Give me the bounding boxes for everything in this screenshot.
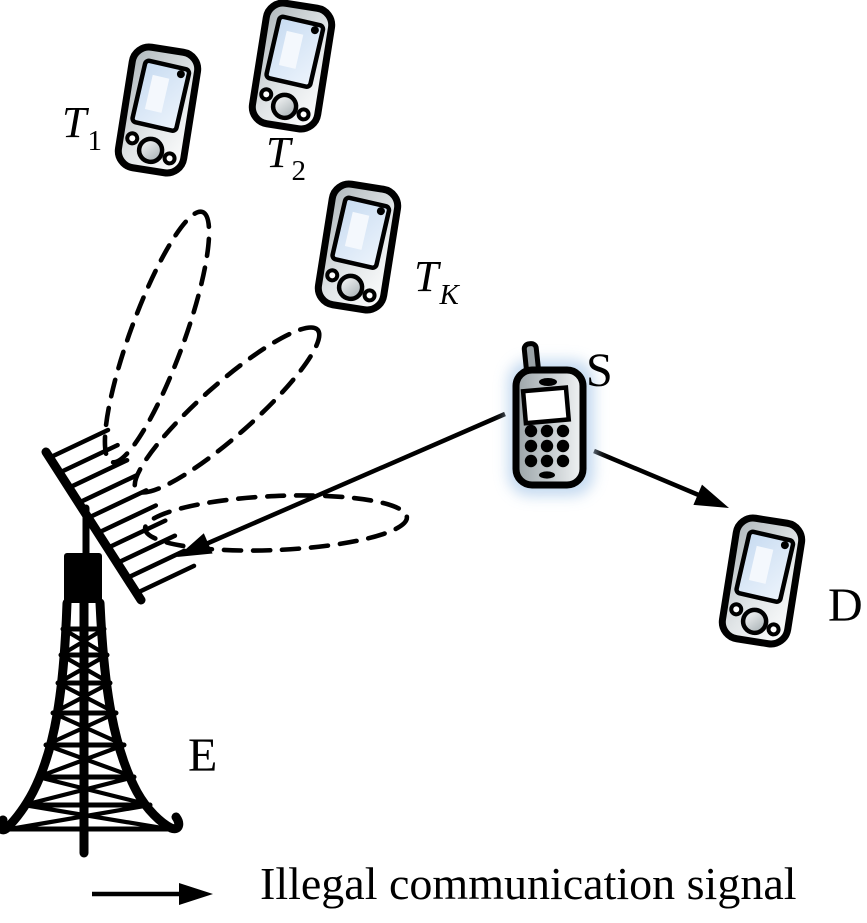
tower-icon <box>0 553 184 858</box>
label-e-letter: E <box>188 729 218 782</box>
beam-lobe-1 <box>102 209 212 465</box>
beam-lobe-3 <box>142 493 410 553</box>
arrow-s-to-d <box>593 448 729 508</box>
label-e: E <box>188 732 217 780</box>
label-t2-letter: T <box>266 128 291 177</box>
phone-icon-s <box>508 341 594 496</box>
beam-lobe-2 <box>132 325 322 495</box>
label-d-letter: D <box>828 579 863 632</box>
label-t2-subscript: 2 <box>291 155 306 187</box>
pda-icon-t1 <box>116 45 200 176</box>
label-t1-letter: T <box>62 98 87 147</box>
antenna-array-icon <box>41 427 197 605</box>
label-tk-letter: T <box>414 252 439 301</box>
label-tk: TK <box>414 252 459 310</box>
label-tk-subscript: K <box>439 279 459 311</box>
arrow-s-to-e <box>177 411 506 557</box>
label-t1-subscript: 1 <box>87 125 102 157</box>
pda-icon-tk <box>316 182 400 313</box>
label-s-letter: S <box>586 344 613 397</box>
pda-icon-d <box>720 516 804 647</box>
legend-caption: Illegal communication signal <box>260 858 797 909</box>
label-d: D <box>828 582 863 630</box>
legend-arrow <box>92 883 213 905</box>
pda-icon-t2 <box>250 1 334 132</box>
label-t2: T2 <box>266 128 306 186</box>
label-t1: T1 <box>62 98 102 156</box>
label-s: S <box>586 347 613 395</box>
